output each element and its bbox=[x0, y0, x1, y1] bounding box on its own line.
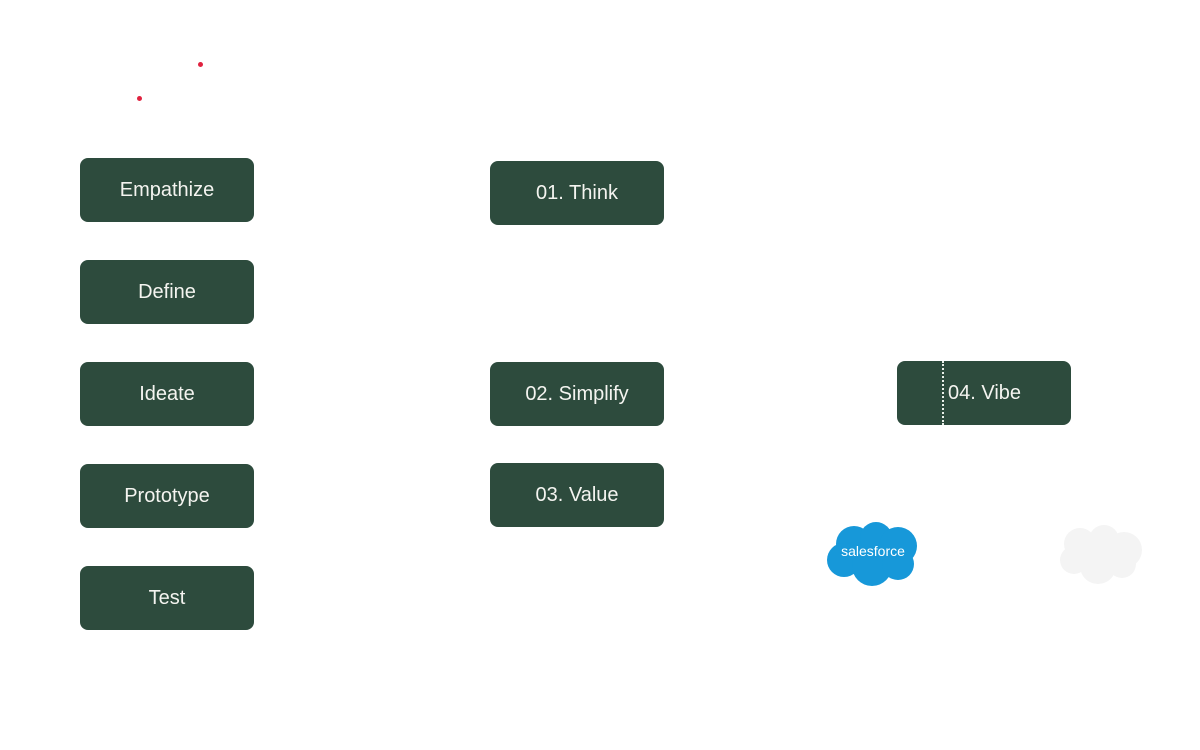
salesforce-cloud-icon bbox=[827, 522, 917, 586]
node-label: Ideate bbox=[139, 382, 195, 405]
step-empathize[interactable]: Empathize bbox=[80, 158, 254, 222]
step-prototype[interactable]: Prototype bbox=[80, 464, 254, 528]
step-define[interactable]: Define bbox=[80, 260, 254, 324]
node-label: Prototype bbox=[124, 484, 210, 507]
red-dot-marker bbox=[198, 62, 203, 67]
red-dot-marker bbox=[137, 96, 142, 101]
node-label: Empathize bbox=[119, 178, 215, 201]
principle-vibe[interactable]: 04. Vibe bbox=[897, 361, 1071, 425]
node-label: 04. Vibe bbox=[948, 381, 1022, 404]
node-label: 01. Think bbox=[536, 181, 618, 204]
node-label: 02. Simplify bbox=[525, 382, 629, 405]
dotted-divider bbox=[942, 361, 944, 425]
salesforce-logo: salesforce bbox=[827, 522, 917, 586]
principle-value[interactable]: 03. Value bbox=[490, 463, 664, 527]
step-ideate[interactable]: Ideate bbox=[80, 362, 254, 426]
salesforce-wordmark: salesforce bbox=[841, 543, 905, 559]
principle-think[interactable]: 01. Think bbox=[490, 161, 664, 225]
node-label: Test bbox=[148, 586, 186, 609]
principle-simplify[interactable]: 02. Simplify bbox=[490, 362, 664, 426]
step-test[interactable]: Test bbox=[80, 566, 254, 630]
cloud-placeholder-icon bbox=[1060, 525, 1142, 584]
node-label: Define bbox=[138, 280, 196, 303]
node-label: 03. Value bbox=[535, 483, 619, 506]
